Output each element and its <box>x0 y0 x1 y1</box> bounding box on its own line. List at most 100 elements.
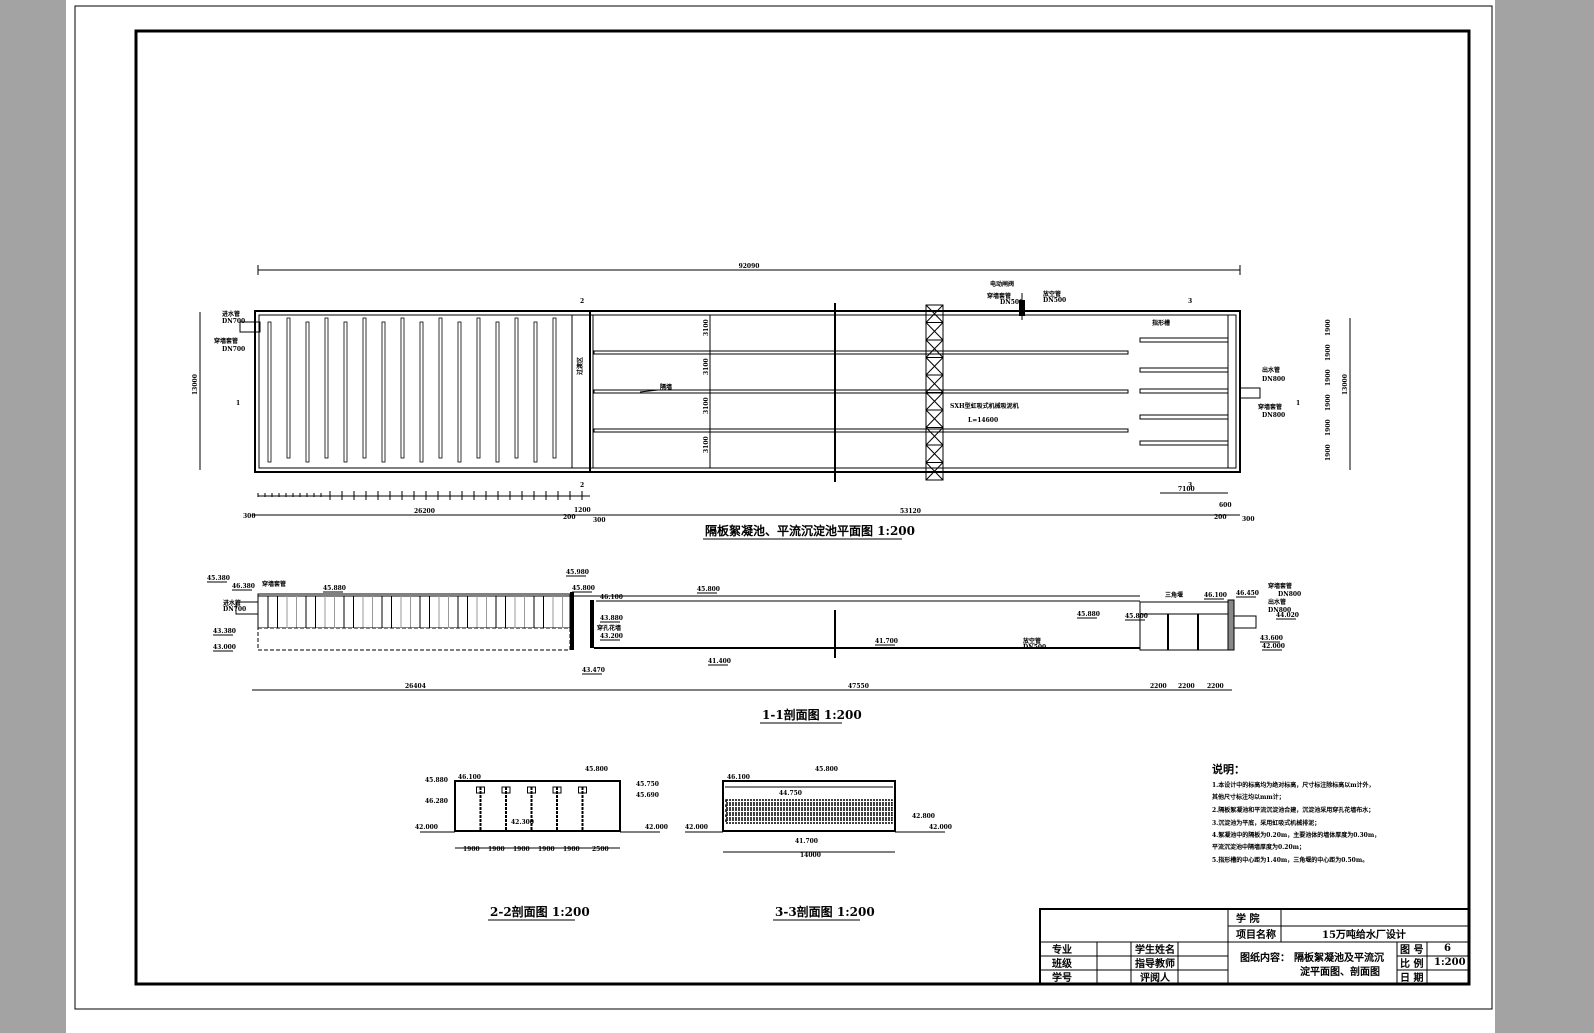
elevation-label: 45.880 <box>323 585 346 592</box>
scraper-truss <box>925 304 944 481</box>
elevation-label: 45.800 <box>1125 613 1148 620</box>
svg-text:穿墙套管: 穿墙套管 <box>1258 403 1282 411</box>
elevation-label: 43.600 <box>1260 635 1283 642</box>
svg-text:1: 1 <box>236 400 240 407</box>
svg-text:200: 200 <box>1214 514 1227 521</box>
truss-brace <box>925 392 944 411</box>
svg-text:班级: 班级 <box>1052 957 1073 970</box>
svg-text:1900: 1900 <box>513 846 530 853</box>
svg-text:3: 3 <box>1188 482 1192 489</box>
section-2-2: 45.880 46.100 45.800 45.750 46.280 45.69… <box>415 766 668 921</box>
truss-brace <box>925 409 944 428</box>
svg-text:44.750: 44.750 <box>779 790 802 797</box>
channel <box>476 786 485 794</box>
svg-text:46.280: 46.280 <box>425 798 448 805</box>
partition-wall-label: 隔墙 <box>660 383 672 391</box>
svg-text:26200: 26200 <box>414 508 435 515</box>
svg-text:放空管: 放空管 <box>1022 637 1041 645</box>
baffle <box>343 321 348 463</box>
svg-text:淀平面图、剖面图: 淀平面图、剖面图 <box>1300 965 1380 978</box>
baffle <box>476 317 481 459</box>
elevation-label: 41.700 <box>875 638 898 645</box>
outlet-pipe <box>1239 387 1261 399</box>
svg-text:学 院: 学 院 <box>1236 912 1259 925</box>
svg-text:进水管: 进水管 <box>222 310 240 318</box>
width-left: 13000 <box>192 374 199 395</box>
svg-text:DN500: DN500 <box>1023 644 1046 651</box>
svg-text:穿孔花墙: 穿孔花墙 <box>597 624 621 632</box>
svg-text:三角堰: 三角堰 <box>1165 591 1183 599</box>
svg-text:1900: 1900 <box>463 846 480 853</box>
elevation-label: 45.880 <box>1077 611 1100 618</box>
svg-text:14000: 14000 <box>800 852 821 859</box>
svg-text:600: 600 <box>1219 502 1232 509</box>
baffle <box>305 321 310 463</box>
svg-text:42.000: 42.000 <box>415 824 438 831</box>
project-name: 15万吨给水厂设计 <box>1322 928 1406 941</box>
channel <box>578 786 587 794</box>
svg-text:DN700: DN700 <box>222 346 245 353</box>
drawing-frame <box>134 29 1471 986</box>
svg-text:45.800: 45.800 <box>815 766 838 773</box>
plan-view: 92090 过渡区 隔墙 3100 3100 3100 3100 SXH型虹吸式… <box>192 263 1351 540</box>
elevation-label: 45.800 <box>572 585 595 592</box>
svg-text:45.800: 45.800 <box>585 766 608 773</box>
dimension-text: 1900 <box>1325 419 1332 436</box>
svg-text:DN800: DN800 <box>1278 591 1301 598</box>
svg-text:300: 300 <box>1242 516 1255 523</box>
baffle <box>324 317 329 459</box>
svg-text:1: 1 <box>1296 400 1300 407</box>
elevation-label: 43.880 <box>600 615 623 622</box>
outlet-chambers <box>1139 613 1229 651</box>
svg-text:42.000: 42.000 <box>685 824 708 831</box>
svg-text:41.700: 41.700 <box>795 838 818 845</box>
svg-text:2: 2 <box>580 482 584 489</box>
baffle <box>514 317 519 459</box>
svg-text:出水管: 出水管 <box>1268 598 1286 606</box>
dimension-text: 1900 <box>1325 369 1332 386</box>
page-border <box>74 5 1493 1010</box>
perforated-wall-section <box>590 600 594 648</box>
svg-text:26404: 26404 <box>405 683 426 690</box>
svg-text:穿墙套管: 穿墙套管 <box>1268 582 1292 590</box>
truss-brace <box>925 427 944 446</box>
elevation-label: 46.100 <box>1204 592 1227 599</box>
total-length: 92090 <box>739 263 760 270</box>
elevation-label: 43.000 <box>213 644 236 651</box>
svg-text:42.800: 42.800 <box>912 813 935 820</box>
svg-text:学生姓名: 学生姓名 <box>1135 943 1175 956</box>
svg-text:图 号: 图 号 <box>1400 944 1423 956</box>
channel <box>501 786 511 794</box>
tube-row <box>725 814 893 819</box>
finger-troughs <box>1139 314 1237 469</box>
truss-brace <box>925 444 944 463</box>
svg-text:DN500: DN500 <box>1043 297 1066 304</box>
svg-text:出水管: 出水管 <box>1262 366 1280 374</box>
svg-text:7100: 7100 <box>1178 486 1195 493</box>
drain-valve: 电动闸阀 穿墙套管 DN500 放空管 DN500 <box>987 280 1066 320</box>
svg-text:平流沉淀池中隔墙厚度为0.20m；: 平流沉淀池中隔墙厚度为0.20m； <box>1212 843 1305 851</box>
baffle <box>552 317 557 459</box>
dimension-text: 1900 <box>1325 394 1332 411</box>
partition-walls <box>593 350 1129 433</box>
svg-text:1.本设计中的标高均为绝对标高，尺寸标注除标高以m计外，: 1.本设计中的标高均为绝对标高，尺寸标注除标高以m计外， <box>1212 781 1375 789</box>
section-3-3: 46.100 45.800 44.750 42.000 42.800 42.00… <box>685 766 952 921</box>
baffle <box>419 321 424 463</box>
inlet-pipe <box>239 321 261 333</box>
scraper-length: L=14600 <box>968 417 998 424</box>
flocculation-baffles <box>267 317 557 463</box>
svg-text:2: 2 <box>580 298 584 305</box>
elevation-label: 45.980 <box>566 569 589 576</box>
inlet-pipe-section <box>235 601 259 615</box>
finger-trough-label: 指形槽 <box>1152 319 1170 327</box>
truss-brace <box>925 304 944 323</box>
svg-text:评阅人: 评阅人 <box>1140 971 1171 984</box>
baffle <box>400 317 405 459</box>
svg-text:学号: 学号 <box>1052 971 1072 984</box>
drawing-sheet <box>66 0 1495 1033</box>
svg-text:3100: 3100 <box>703 436 710 453</box>
svg-text:42.000: 42.000 <box>929 824 952 831</box>
svg-text:45.690: 45.690 <box>636 792 659 799</box>
svg-text:45.880: 45.880 <box>425 777 448 784</box>
